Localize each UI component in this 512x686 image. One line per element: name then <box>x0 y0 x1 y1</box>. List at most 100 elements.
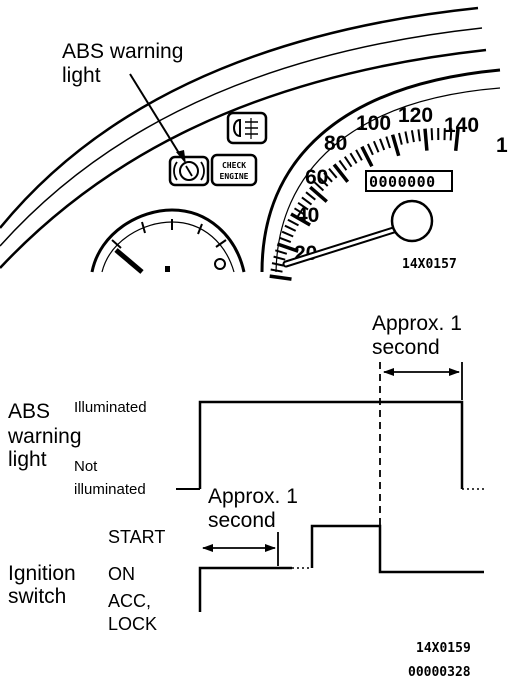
callout-leader-line <box>129 73 183 159</box>
lower-interval-arrow-left <box>202 544 213 552</box>
lower-approx-label-line1: Approx. 1 <box>208 485 298 508</box>
fog-light-lamp <box>226 111 268 145</box>
speedo-major-tick <box>390 134 401 157</box>
abs-signal-label-line1: ABS <box>8 400 50 423</box>
speedometer-needle-highlight <box>284 226 402 266</box>
cluster-bezel-outer <box>0 6 479 229</box>
callout-arrowhead <box>176 150 186 164</box>
abs-signal-label-line2: warning <box>7 425 82 448</box>
cluster-bezel-inner <box>0 48 487 269</box>
speedo-minor-tick <box>385 136 391 149</box>
small-gauge-mark <box>165 266 170 272</box>
speedo-label-60: 60 <box>305 166 328 189</box>
speedo-major-tick <box>309 185 328 203</box>
speedo-minor-tick <box>273 255 286 261</box>
upper-approx-label-line2: second <box>372 336 440 359</box>
speedo-minor-tick <box>349 152 358 164</box>
speedo-label-120: 120 <box>398 104 433 127</box>
speedo-minor-tick <box>410 130 415 143</box>
ignition-signal-label-line1: Ignition <box>8 562 76 585</box>
illuminated-label: Illuminated <box>74 399 147 416</box>
document-code: 00000328 <box>408 665 471 680</box>
speedo-label-80: 80 <box>324 132 347 155</box>
dashboard-figure-code: 14X0157 <box>402 257 457 272</box>
speedo-minor-tick <box>313 181 325 192</box>
speedo-minor-tick <box>293 207 306 216</box>
speedo-minor-tick <box>379 138 386 151</box>
small-gauge-tick <box>197 223 203 235</box>
speedo-label-100: 100 <box>356 112 391 135</box>
upper-interval-arrow-left <box>383 368 394 376</box>
abs-callout-label-line2: light <box>62 64 101 87</box>
timing-chart: ABS warning light Illuminated Not illumi… <box>7 312 484 680</box>
speedo-minor-tick <box>366 143 374 156</box>
speedo-minor-tick <box>398 132 403 145</box>
speedo-minor-tick <box>355 149 363 161</box>
check-engine-text-1: CHECK <box>222 161 246 170</box>
speedo-minor-tick <box>449 128 453 141</box>
speedo-minor-tick <box>270 268 283 273</box>
speedo-major-tick <box>269 274 292 281</box>
speedo-minor-tick <box>404 131 409 144</box>
speedo-minor-tick <box>338 159 348 171</box>
small-gauge-tick <box>141 221 146 234</box>
speedo-minor-tick <box>430 128 434 141</box>
ignition-waveform-crank <box>310 524 484 574</box>
speedo-major-tick <box>290 212 311 227</box>
speedo-minor-tick <box>281 230 294 238</box>
odometer-frame <box>365 170 453 192</box>
speedometer-ring-inner <box>275 87 501 273</box>
speedo-label-40: 40 <box>296 204 319 227</box>
speedo-minor-tick <box>328 167 338 179</box>
small-gauge-ring <box>90 208 246 273</box>
check-engine-text-2: ENGINE <box>220 172 249 181</box>
speedo-minor-tick <box>372 140 380 153</box>
odometer-digits: 0000000 <box>369 173 436 191</box>
speedo-major-tick <box>360 145 374 168</box>
speedo-minor-tick <box>287 218 299 227</box>
on-label: ON <box>108 564 135 584</box>
fuel-pump-icon <box>214 258 226 270</box>
acc-lock-label-line2: LOCK <box>108 614 157 634</box>
small-gauge-tick <box>111 239 122 249</box>
speedo-major-tick <box>423 128 429 151</box>
speedo-major-tick <box>453 128 460 151</box>
speedo-minor-tick <box>318 176 329 187</box>
speedometer-ticks <box>269 127 460 281</box>
speedo-label-140: 140 <box>444 114 479 137</box>
abs-callout-label-line1: ABS warning <box>62 40 183 63</box>
check-engine-lamp: CHECK ENGINE <box>210 153 258 187</box>
ignition-waveform-start <box>198 566 292 612</box>
not-illuminated-label-line2: illuminated <box>74 481 146 498</box>
speedo-minor-tick <box>301 196 313 206</box>
speedo-minor-tick <box>279 236 292 244</box>
speedo-minor-tick <box>343 156 353 168</box>
lower-interval-arrow-right <box>265 544 276 552</box>
not-illuminated-label-line1: Not <box>74 458 98 475</box>
start-label: START <box>108 527 165 547</box>
speedo-label-1: 1 <box>496 134 508 157</box>
abs-waveform <box>198 400 464 489</box>
acc-lock-label-line1: ACC, <box>108 591 151 611</box>
abs-warning-lamp <box>168 155 210 187</box>
small-gauge-needle <box>114 248 144 274</box>
speedometer-ring <box>260 68 501 273</box>
dashboard-illustration: 20 40 60 80 100 120 140 1 0000000 <box>0 6 508 281</box>
upper-interval-arrow-right <box>449 368 460 376</box>
small-gauge-tick <box>215 239 227 248</box>
speedo-minor-tick <box>297 201 309 211</box>
speedo-minor-tick <box>323 172 333 183</box>
speedo-minor-tick <box>417 129 421 142</box>
cluster-bezel-mid <box>0 27 483 247</box>
lower-approx-label-line2: second <box>208 509 276 532</box>
upper-approx-label-line1: Approx. 1 <box>372 312 462 335</box>
speedo-minor-tick <box>271 262 284 267</box>
needle-hub <box>390 199 434 243</box>
ignition-signal-label-line2: switch <box>8 585 66 608</box>
abs-signal-label-line3: light <box>8 448 47 471</box>
speedo-minor-tick <box>275 249 288 255</box>
speedo-minor-tick <box>284 224 297 232</box>
speedo-major-tick <box>332 163 350 183</box>
